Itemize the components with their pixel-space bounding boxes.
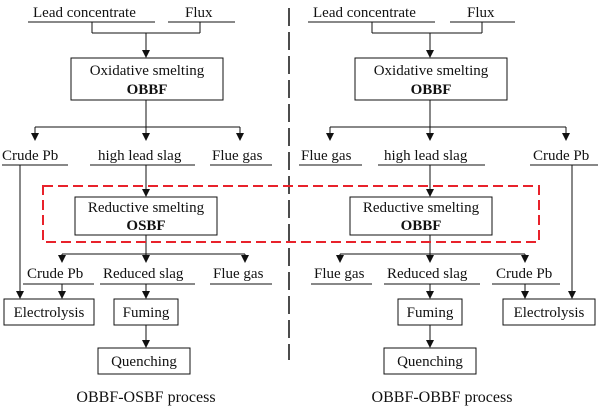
oxidative-smelting-label: Oxidative smelting <box>374 63 489 79</box>
crude-pb-top-label: Crude Pb <box>2 148 58 164</box>
oxidative-furnace-label: OBBF <box>127 82 168 98</box>
fuming-label: Fuming <box>123 305 170 321</box>
oxidative-furnace-label: OBBF <box>411 82 452 98</box>
high-lead-slag-label: high lead slag <box>98 148 182 164</box>
reductive-smelting-box <box>349 196 493 236</box>
flue-gas-bottom-label: Flue gas <box>213 266 264 282</box>
fuming-label: Fuming <box>407 305 454 321</box>
reductive-furnace-label: OSBF <box>126 218 165 234</box>
right-caption: OBBF-OBBF process <box>372 389 513 406</box>
right-process: Lead concentrate Flux Oxidative smelting… <box>299 5 598 406</box>
quenching-box <box>97 347 191 375</box>
quenching-label: Quenching <box>397 354 463 370</box>
electrolysis-label: Electrolysis <box>514 305 585 321</box>
quenching-label: Quenching <box>111 354 177 370</box>
reductive-smelting-label: Reductive smelting <box>363 200 480 216</box>
flux-label: Flux <box>467 5 495 21</box>
electrolysis-box <box>3 298 95 326</box>
crude-pb-top-label: Crude Pb <box>533 148 589 164</box>
fuming-box <box>113 298 179 326</box>
lead-concentrate-label: Lead concentrate <box>313 5 416 21</box>
crude-pb-bottom-label: Crude Pb <box>27 266 83 282</box>
left-caption: OBBF-OSBF process <box>76 389 215 406</box>
flux-label: Flux <box>185 5 213 21</box>
high-lead-slag-label: high lead slag <box>384 148 468 164</box>
electrolysis-box <box>502 298 596 326</box>
oxidative-smelting-label: Oxidative smelting <box>90 63 205 79</box>
lead-concentrate-label: Lead concentrate <box>33 5 136 21</box>
oxidative-smelting-box <box>70 57 224 101</box>
reductive-furnace-label: OBBF <box>401 218 442 234</box>
reductive-stage-highlight <box>42 185 540 243</box>
crude-pb-bottom-label: Crude Pb <box>496 266 552 282</box>
reduced-slag-label: Reduced slag <box>103 266 184 282</box>
left-process: Lead concentrate Flux Oxidative smelting… <box>2 5 272 406</box>
reductive-smelting-box <box>74 196 218 236</box>
quenching-box <box>383 347 477 375</box>
flue-gas-top-label: Flue gas <box>212 148 263 164</box>
reduced-slag-label: Reduced slag <box>387 266 468 282</box>
flue-gas-bottom-label: Flue gas <box>314 266 365 282</box>
oxidative-smelting-box <box>354 57 508 101</box>
flue-gas-top-label: Flue gas <box>301 148 352 164</box>
reductive-smelting-label: Reductive smelting <box>88 200 205 216</box>
electrolysis-label: Electrolysis <box>14 305 85 321</box>
